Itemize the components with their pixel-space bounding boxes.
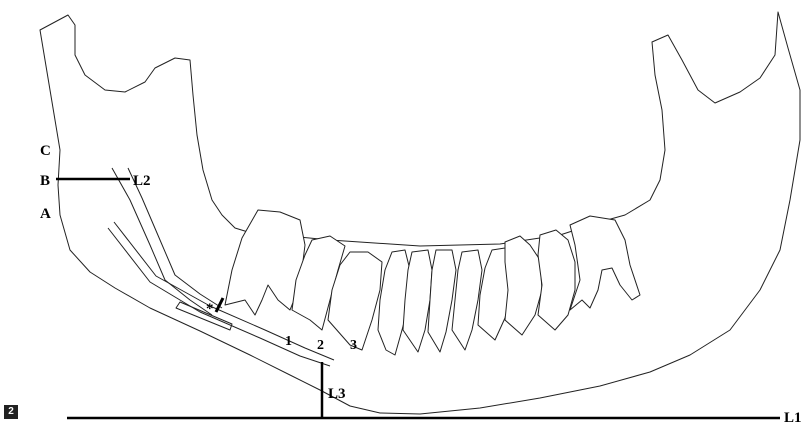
label-l1: L1 <box>784 410 802 426</box>
label-point-1: 1 <box>285 334 292 349</box>
label-point-3: 3 <box>350 338 357 353</box>
label-point-2: 2 <box>317 338 324 353</box>
mandible-outline <box>40 12 800 414</box>
tooth <box>452 250 482 350</box>
tooth <box>538 230 575 330</box>
label-c: C <box>40 143 51 159</box>
canal-notch <box>176 302 232 330</box>
label-l3: L3 <box>328 386 346 402</box>
figure-number-badge: 2 <box>4 405 18 419</box>
tooth <box>570 216 640 310</box>
label-a: A <box>40 206 51 222</box>
label-l2: L2 <box>133 173 151 189</box>
label-asterisk: * <box>206 301 214 317</box>
canal-upper-outer <box>112 168 212 315</box>
label-b: B <box>40 173 50 189</box>
tooth <box>428 250 456 352</box>
tooth <box>505 236 542 335</box>
